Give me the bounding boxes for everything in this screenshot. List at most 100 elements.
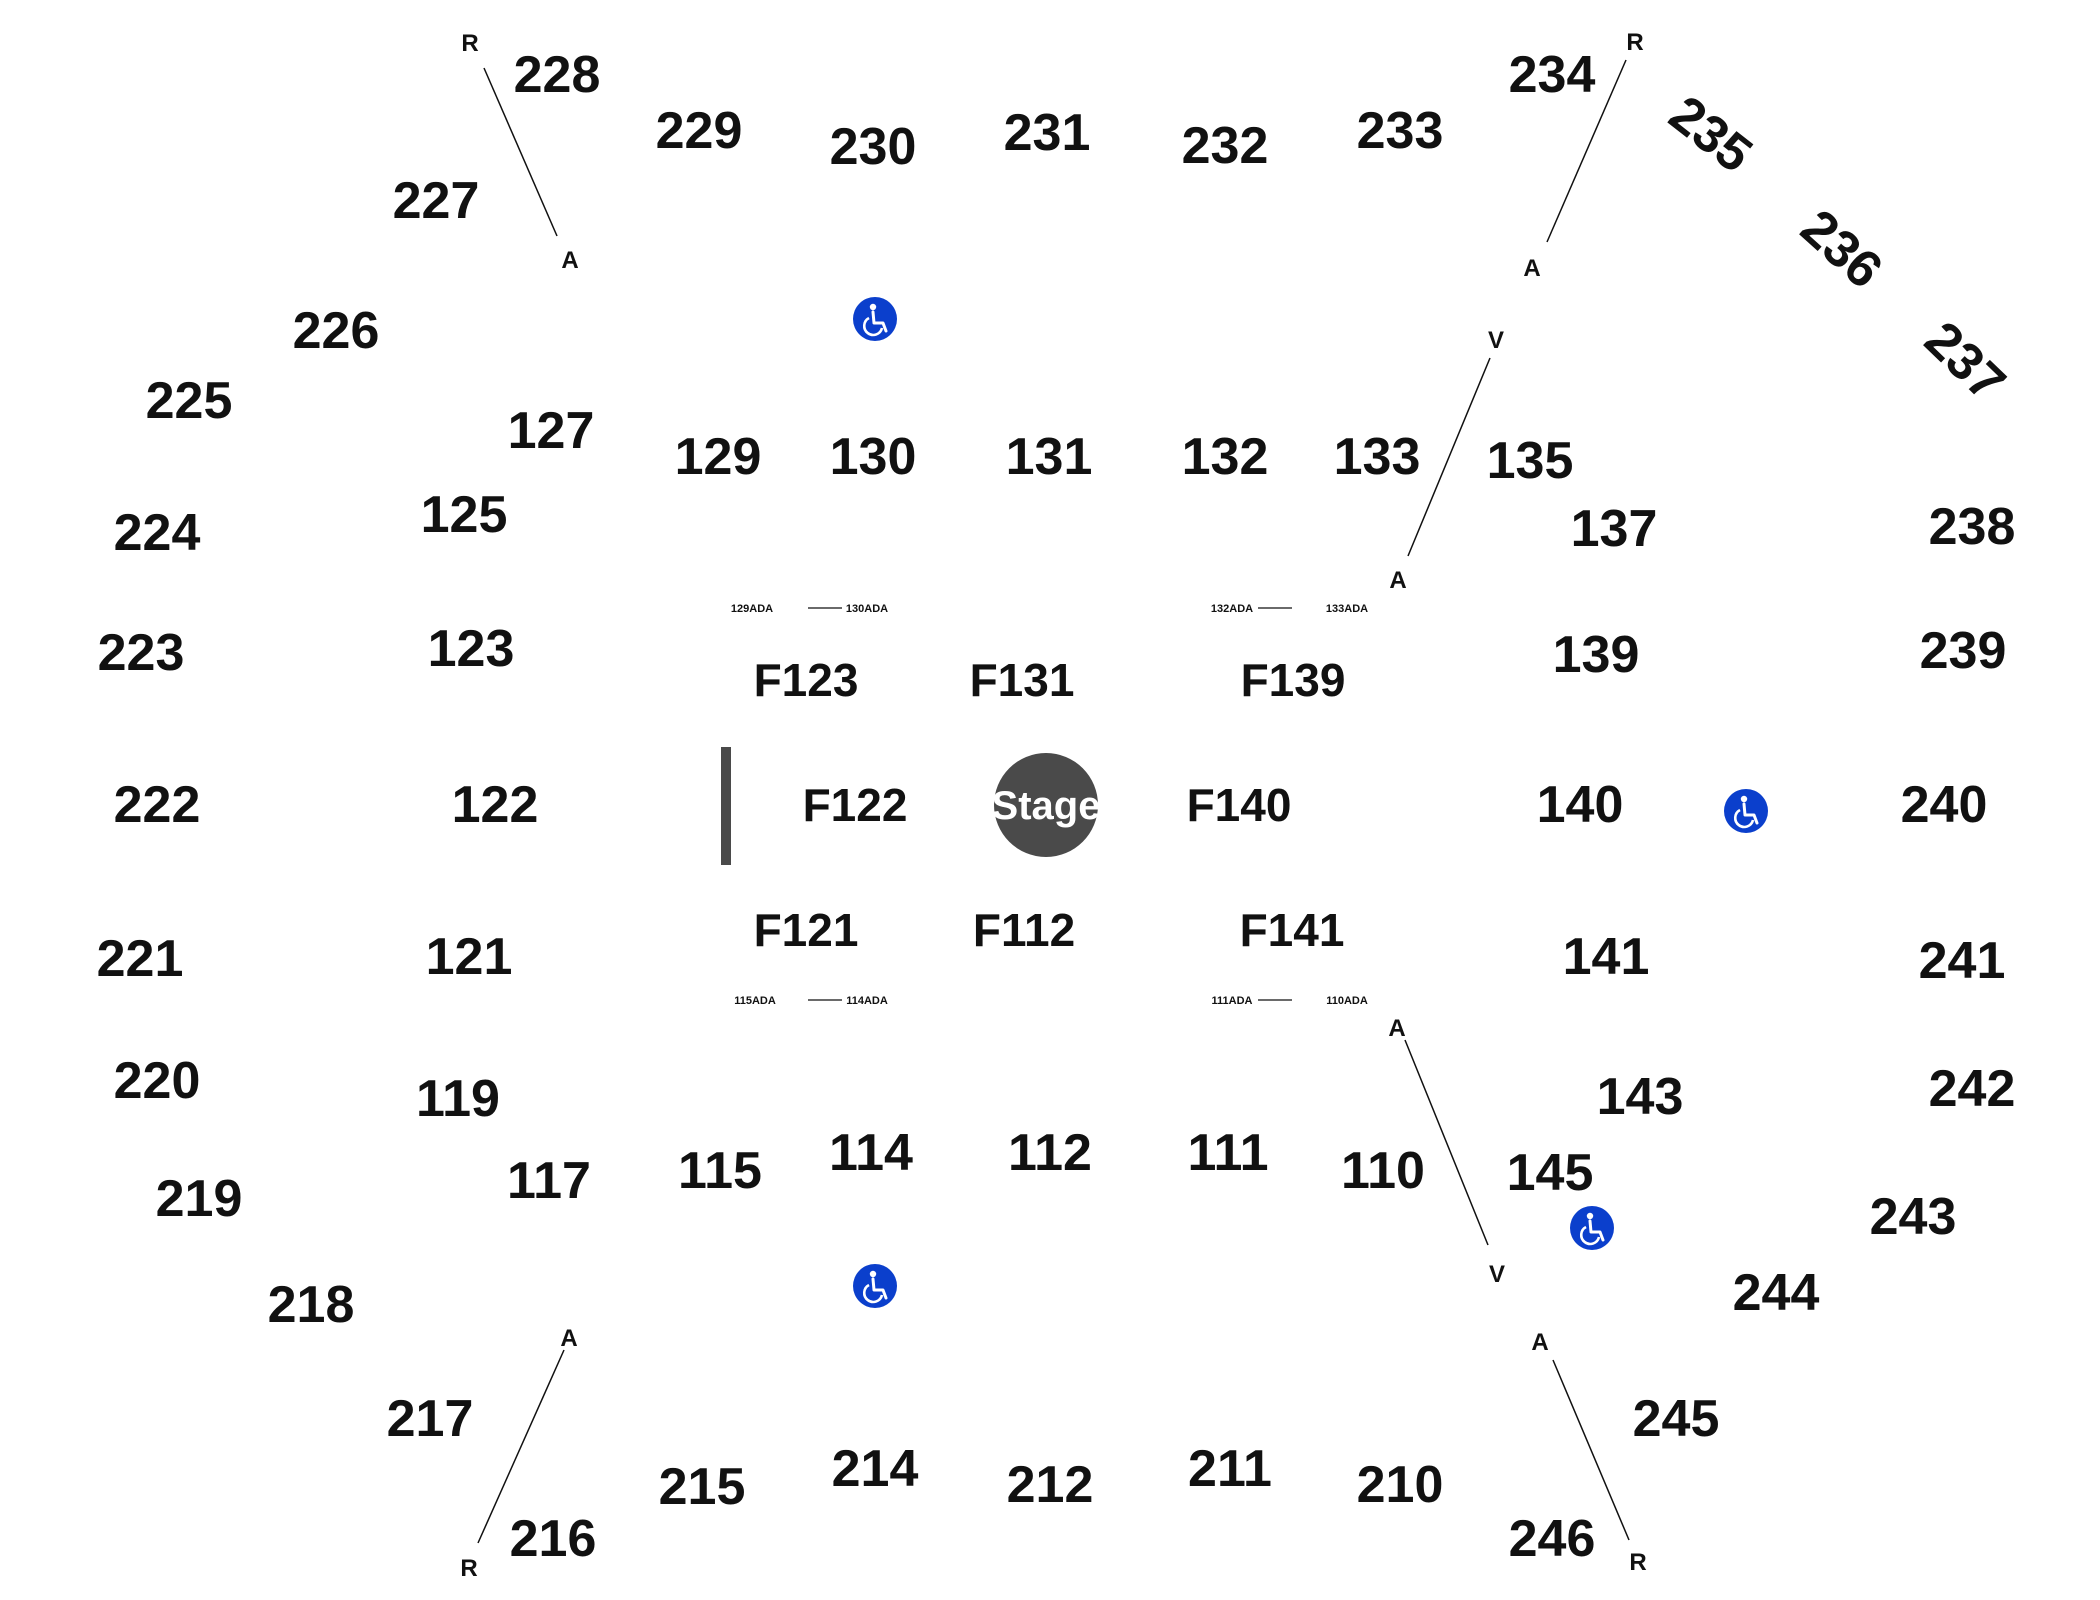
section-135[interactable]: 135 (1487, 432, 1574, 490)
floor-section-f139[interactable]: F139 (1241, 654, 1346, 706)
wheelchair-icon (1724, 789, 1768, 833)
section-227[interactable]: 227 (393, 172, 480, 230)
ada-section-130[interactable]: 130ADA (846, 603, 888, 615)
section-243[interactable]: 243 (1870, 1188, 1957, 1246)
section-244[interactable]: 244 (1733, 1264, 1820, 1322)
wheelchair-icon (853, 297, 897, 341)
section-127[interactable]: 127 (508, 402, 595, 460)
stage-label: Stage (992, 784, 1101, 828)
aisle-line-upper-right-mid (1407, 357, 1491, 557)
section-114[interactable]: 114 (829, 1124, 913, 1182)
section-221[interactable]: 221 (97, 930, 184, 988)
section-212[interactable]: 212 (1007, 1456, 1094, 1514)
section-121[interactable]: 121 (426, 928, 513, 986)
section-222[interactable]: 222 (114, 776, 201, 834)
section-215[interactable]: 215 (659, 1458, 746, 1516)
aisle-line-bottom-right (1552, 1359, 1630, 1541)
section-225[interactable]: 225 (146, 372, 233, 430)
section-119[interactable]: 119 (416, 1070, 500, 1128)
section-245[interactable]: 245 (1633, 1390, 1720, 1448)
section-110[interactable]: 110 (1341, 1142, 1425, 1200)
section-239[interactable]: 239 (1920, 622, 2007, 680)
section-125[interactable]: 125 (421, 486, 508, 544)
section-130[interactable]: 130 (830, 428, 917, 486)
floor-section-f123[interactable]: F123 (754, 654, 859, 706)
wheelchair-icon (1570, 1206, 1614, 1250)
wheelchair-icon (853, 1264, 897, 1308)
stage: Stage (992, 753, 1101, 857)
section-220[interactable]: 220 (114, 1052, 201, 1110)
section-228[interactable]: 228 (514, 46, 601, 104)
section-117[interactable]: 117 (507, 1152, 591, 1210)
ada-section-114[interactable]: 114ADA (846, 995, 888, 1007)
section-226[interactable]: 226 (293, 302, 380, 360)
section-143[interactable]: 143 (1597, 1068, 1684, 1126)
section-242[interactable]: 242 (1929, 1060, 2016, 1118)
ada-section-133[interactable]: 133ADA (1326, 603, 1368, 615)
section-223[interactable]: 223 (98, 624, 185, 682)
section-235[interactable]: 235 (1658, 85, 1762, 184)
ada-sections: 129ADA 130ADA 132ADA 133ADA 115ADA 114AD… (731, 603, 1368, 1007)
section-246[interactable]: 246 (1509, 1510, 1596, 1568)
section-141[interactable]: 141 (1563, 928, 1650, 986)
floor-sections: F123 F131 F139 F122 F140 F121 F112 F141 (754, 654, 1346, 956)
section-115[interactable]: 115 (678, 1142, 762, 1200)
section-131[interactable]: 131 (1006, 428, 1093, 486)
mix-booth (721, 747, 731, 865)
section-234[interactable]: 234 (1509, 46, 1596, 104)
lower-level-sections: 127 125 123 122 121 119 117 129 130 131 … (416, 402, 1683, 1210)
section-217[interactable]: 217 (387, 1390, 474, 1448)
aisle-marker-r: R (460, 1555, 477, 1582)
ada-section-111[interactable]: 111ADA (1212, 995, 1253, 1007)
ada-section-129[interactable]: 129ADA (731, 603, 773, 615)
section-231[interactable]: 231 (1004, 104, 1091, 162)
section-229[interactable]: 229 (656, 102, 743, 160)
floor-section-f141[interactable]: F141 (1240, 904, 1345, 956)
aisle-line-top-left (483, 67, 558, 237)
aisle-markers: R A R A V A A V A R A R (460, 29, 1646, 1582)
section-216[interactable]: 216 (510, 1510, 597, 1568)
section-139[interactable]: 139 (1553, 626, 1640, 684)
section-145[interactable]: 145 (1507, 1144, 1594, 1202)
floor-section-f122[interactable]: F122 (803, 779, 908, 831)
section-211[interactable]: 211 (1188, 1440, 1272, 1498)
floor-section-f131[interactable]: F131 (970, 654, 1075, 706)
section-218[interactable]: 218 (268, 1276, 355, 1334)
aisle-marker-r: R (1626, 29, 1643, 56)
section-241[interactable]: 241 (1919, 932, 2006, 990)
ada-section-110[interactable]: 110ADA (1326, 995, 1368, 1007)
section-129[interactable]: 129 (675, 428, 762, 486)
aisle-marker-r: R (1629, 1549, 1646, 1576)
section-111[interactable]: 111 (1187, 1124, 1268, 1182)
ada-section-132[interactable]: 132ADA (1211, 603, 1253, 615)
section-214[interactable]: 214 (832, 1440, 919, 1498)
section-230[interactable]: 230 (830, 118, 917, 176)
section-224[interactable]: 224 (114, 504, 201, 562)
section-219[interactable]: 219 (156, 1170, 243, 1228)
section-238[interactable]: 238 (1929, 498, 2016, 556)
ada-section-115[interactable]: 115ADA (734, 995, 776, 1007)
aisle-marker-a: A (561, 247, 578, 274)
section-232[interactable]: 232 (1182, 117, 1269, 175)
section-133[interactable]: 133 (1334, 428, 1421, 486)
section-236[interactable]: 236 (1790, 199, 1893, 300)
section-112[interactable]: 112 (1008, 1124, 1092, 1182)
section-240[interactable]: 240 (1901, 776, 1988, 834)
upper-level-sections: 228 229 230 231 232 233 234 235 236 237 … (97, 46, 2017, 1568)
floor-section-f112[interactable]: F112 (973, 904, 1075, 956)
floor-section-f140[interactable]: F140 (1187, 779, 1292, 831)
aisle-marker-a: A (1531, 1329, 1548, 1356)
section-132[interactable]: 132 (1182, 428, 1269, 486)
section-123[interactable]: 123 (428, 620, 515, 678)
section-233[interactable]: 233 (1357, 102, 1444, 160)
floor-section-f121[interactable]: F121 (754, 904, 859, 956)
section-137[interactable]: 137 (1571, 500, 1658, 558)
section-140[interactable]: 140 (1537, 776, 1624, 834)
section-122[interactable]: 122 (452, 776, 539, 834)
section-237[interactable]: 237 (1913, 311, 2016, 413)
aisle-line-lower-right-mid (1404, 1039, 1489, 1246)
aisle-marker-v: V (1489, 1261, 1505, 1288)
section-210[interactable]: 210 (1357, 1456, 1444, 1514)
accessible-icons (853, 297, 1768, 1308)
